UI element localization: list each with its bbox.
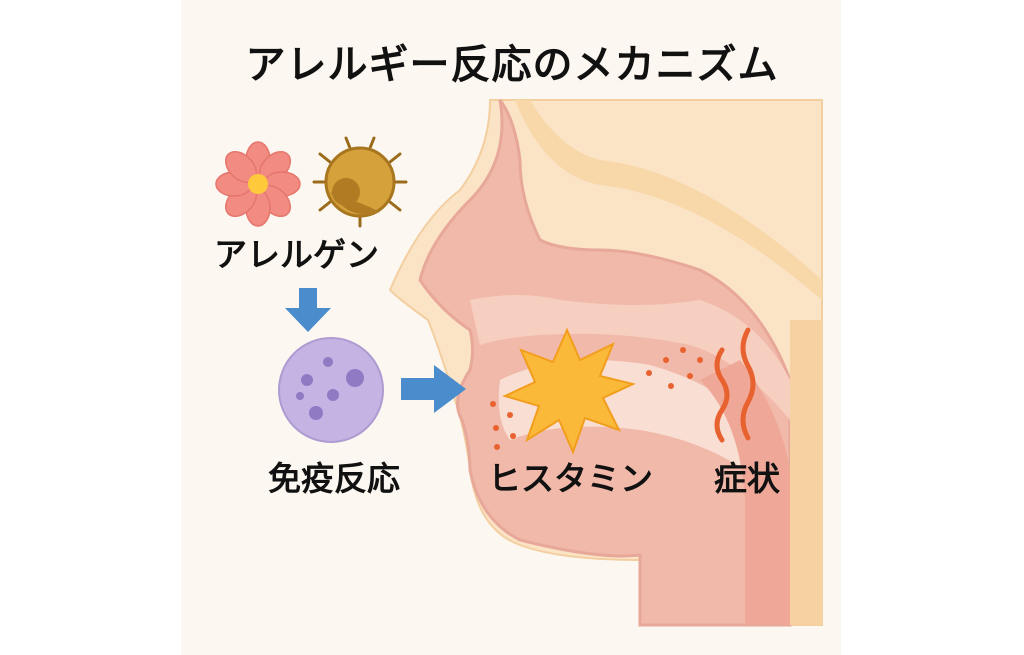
- bone-band: [515, 100, 822, 300]
- dust-mite-icon: [312, 136, 408, 228]
- diagram-title: アレルギー反応のメカニズム: [245, 42, 779, 88]
- immune-response-label: 免疫反応: [268, 459, 400, 498]
- symptom-wave-icon: [714, 327, 756, 443]
- down-arrow-icon: [285, 288, 331, 332]
- right-arrow-icon: [401, 365, 466, 413]
- throat: [700, 360, 790, 625]
- immune-cell-icon: [278, 337, 384, 443]
- pollen-flower-icon: [215, 141, 301, 227]
- spine: [790, 320, 822, 625]
- histamine-particles: [490, 347, 703, 450]
- histamine-label: ヒスタミン: [488, 459, 653, 498]
- allergen-label: アレルゲン: [214, 235, 379, 274]
- histamine-burst-icon: [502, 327, 637, 455]
- symptoms-label: 症状: [714, 459, 780, 498]
- nasal-passage: [470, 295, 790, 420]
